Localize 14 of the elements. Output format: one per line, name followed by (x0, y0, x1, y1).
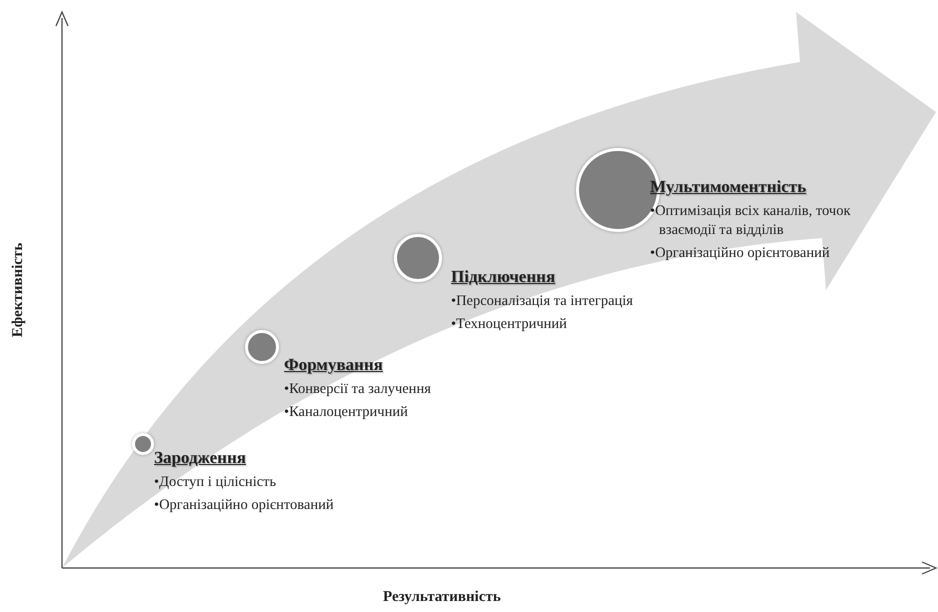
bullet-text: •Каналоцентричний (284, 403, 408, 422)
bullet-text: •Конверсії та залучення (284, 380, 431, 399)
bullet-text: •Доступ і цілісність (154, 473, 276, 492)
bullet-text: •Організаційно орієнтований (650, 244, 830, 263)
stage-title: Підключення (451, 266, 556, 288)
bullet-text: •Організаційно орієнтований (154, 496, 334, 515)
axis-label: Результативність (383, 588, 501, 607)
stage-title: Мультимоментність (650, 176, 806, 198)
stage-title: Зародження (154, 447, 246, 469)
axis-label: Ефективність (8, 242, 27, 338)
bullet-text: •Оптимізація всіх каналів, точок взаємодії та відділів (650, 202, 852, 240)
stage-title: Формування (284, 354, 383, 376)
bullet-text: •Техноцентричний (451, 315, 567, 334)
bullet-text: •Персоналізація та інтеграція (451, 292, 633, 311)
